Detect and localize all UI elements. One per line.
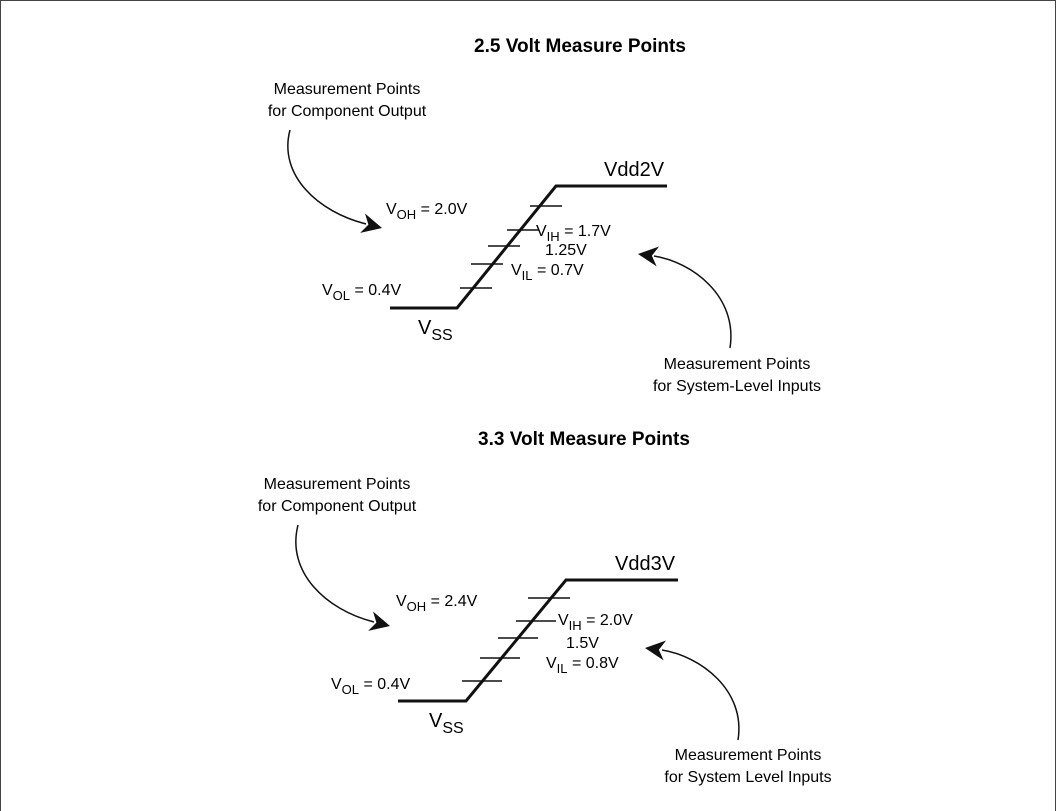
diagram-title: 2.5 Volt Measure Points [474,36,686,57]
voh-label: VOH = 2.0V [386,201,468,222]
vil-label: VIL = 0.8V [546,655,619,676]
diagram-3-3v: 3.3 Volt Measure Points Measurement Poin… [258,429,832,786]
supply-label: Vdd2V [604,159,665,181]
signal-transition [390,184,667,310]
vol-label: VOL = 0.4V [322,282,401,303]
output-arrowhead [360,213,385,238]
input-arrowhead [643,638,667,661]
mid-label: 1.25V [545,242,587,259]
diagram-2-5v: 2.5 Volt Measure Points Measurement Poin… [268,36,821,395]
supply-label: Vdd3V [615,553,676,575]
input-note-line2: for System Level Inputs [664,769,831,786]
ground-label: VSS [429,710,464,737]
output-arrowhead [368,611,393,636]
vih-label: VIH = 2.0V [558,612,633,633]
output-note-line2: for Component Output [258,498,417,515]
vih-label: VIH = 1.7V [536,223,611,244]
input-note-line1: Measurement Points [675,747,822,764]
vil-label: VIL = 0.7V [511,262,584,283]
input-arrowhead [636,244,660,267]
mid-label: 1.5V [566,635,599,652]
input-note-line1: Measurement Points [664,356,811,373]
output-arrow-line [287,129,367,225]
diagram-title: 3.3 Volt Measure Points [478,429,690,450]
output-note-line2: for Component Output [268,103,427,120]
input-arrow-line [661,649,740,741]
ground-label: VSS [418,317,453,344]
voh-label: VOH = 2.4V [396,593,478,614]
output-note-line1: Measurement Points [264,476,411,493]
signal-transition [398,578,678,703]
input-note-line2: for System-Level Inputs [653,378,821,395]
output-note-line1: Measurement Points [274,81,421,98]
output-arrow-line [295,524,375,623]
vol-label: VOL = 0.4V [331,676,410,697]
input-arrow-line [653,255,732,349]
